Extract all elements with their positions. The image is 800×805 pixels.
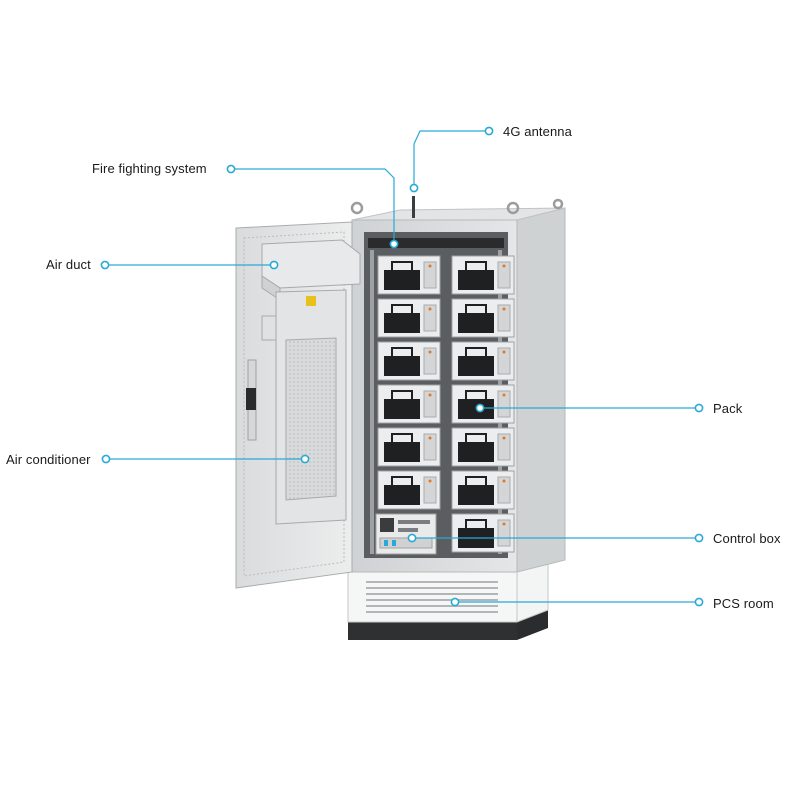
battery-pack (451, 470, 515, 510)
control-box (375, 513, 437, 555)
leader-pcs-room (450, 597, 704, 607)
cabinet-base (348, 610, 548, 640)
label-air-conditioner: Air conditioner (6, 452, 91, 467)
battery-pack (377, 470, 441, 510)
antenna-mast (412, 196, 415, 218)
label-pack: Pack (713, 401, 743, 416)
battery-pack (377, 298, 441, 338)
battery-pack-rack (377, 255, 515, 553)
leader-4g-antenna (409, 126, 494, 193)
battery-pack (451, 255, 515, 295)
cabinet-door (235, 221, 361, 589)
leader-pack (475, 403, 704, 413)
leader-fire-fighting-system (226, 164, 399, 249)
label-air-duct: Air duct (46, 257, 91, 272)
label-fire-fighting-system: Fire fighting system (92, 161, 207, 176)
battery-pack (377, 255, 441, 295)
battery-pack (451, 427, 515, 467)
battery-pack (377, 427, 441, 467)
battery-pack (451, 298, 515, 338)
lifting-eyes (350, 198, 564, 215)
leader-control-box (407, 533, 704, 543)
leader-air-conditioner (101, 454, 310, 464)
label-control-box: Control box (713, 531, 781, 546)
leader-air-duct (100, 260, 279, 270)
battery-pack (377, 341, 441, 381)
battery-pack (451, 341, 515, 381)
battery-pack (377, 384, 441, 424)
label-pcs-room: PCS room (713, 596, 774, 611)
label-4g-antenna: 4G antenna (503, 124, 572, 139)
